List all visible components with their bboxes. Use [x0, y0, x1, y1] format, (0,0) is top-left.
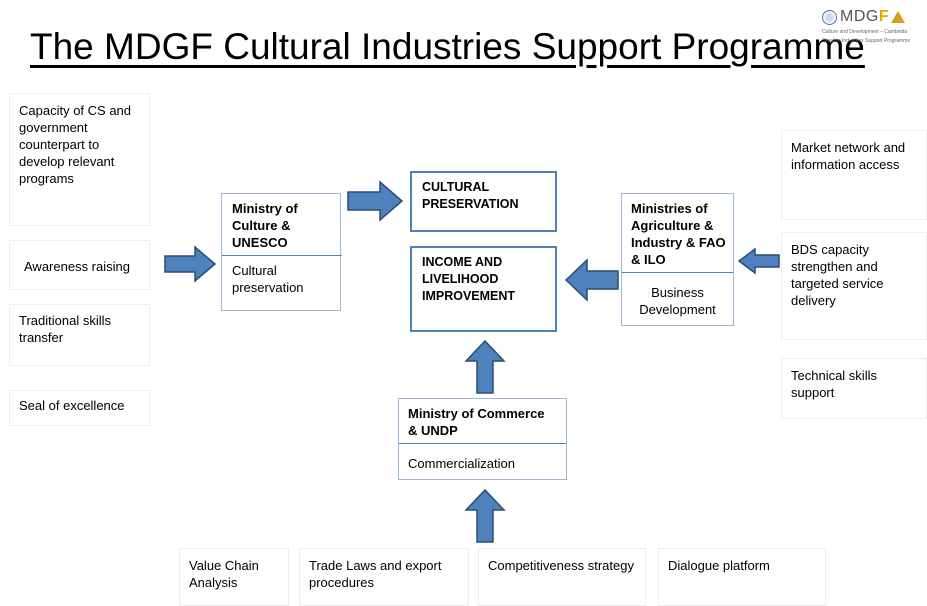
bottom-item-trade-laws: Trade Laws and export procedures [299, 548, 469, 606]
arrow-up-bottom-to-commerce [464, 488, 506, 543]
ministry-agriculture-box: Ministries of Agriculture & Industry & F… [621, 193, 734, 326]
outcome-income-livelihood: INCOME AND LIVELIHOOD IMPROVEMENT [410, 246, 557, 332]
ministry-agriculture-subtitle: Business Development [639, 285, 716, 317]
page-title: The MDGF Cultural Industries Support Pro… [30, 26, 865, 67]
divider [222, 255, 342, 256]
temple-icon [891, 11, 906, 23]
right-item-bds-capacity: BDS capacity strengthen and targeted ser… [781, 232, 927, 340]
ministry-culture-box: Ministry of Culture & UNESCO Cultural pr… [221, 193, 342, 311]
left-item-seal: Seal of excellence [9, 390, 150, 426]
arrow-right-awareness-to-culture [164, 245, 217, 283]
arrow-up-commerce-to-income [464, 339, 506, 394]
mdgf-logo: MDGF Culture and Development – Cambodia … [822, 8, 911, 44]
ministry-agriculture-title: Ministries of Agriculture & Industry & F… [631, 201, 726, 267]
arrow-left-bds-to-agriculture [737, 247, 780, 275]
divider [399, 443, 566, 444]
ministry-culture-subtitle: Cultural preservation [232, 263, 304, 295]
left-item-traditional-skills: Traditional skills transfer [9, 304, 150, 366]
un-globe-icon [822, 9, 837, 25]
bottom-item-value-chain: Value Chain Analysis [179, 548, 289, 606]
ministry-commerce-box: Ministry of Commerce & UNDP Commercializ… [398, 398, 567, 480]
bottom-item-competitiveness: Competitiveness strategy [478, 548, 646, 606]
left-item-capacity: Capacity of CS and government counterpar… [9, 93, 150, 226]
outcome-cultural-preservation: CULTURAL PRESERVATION [410, 171, 557, 232]
right-item-market-network: Market network and information access [781, 130, 927, 220]
arrow-right-culture-to-preservation [347, 180, 404, 222]
right-item-technical-skills: Technical skills support [781, 358, 927, 419]
arrow-left-agriculture-to-income [564, 258, 619, 302]
ministry-commerce-title: Ministry of Commerce & UNDP [408, 406, 545, 438]
left-item-awareness: Awareness raising [9, 240, 150, 290]
divider [622, 272, 733, 273]
bottom-item-dialogue: Dialogue platform [658, 548, 826, 606]
ministry-culture-title: Ministry of Culture & UNESCO [232, 201, 298, 250]
ministry-commerce-subtitle: Commercialization [408, 456, 515, 471]
